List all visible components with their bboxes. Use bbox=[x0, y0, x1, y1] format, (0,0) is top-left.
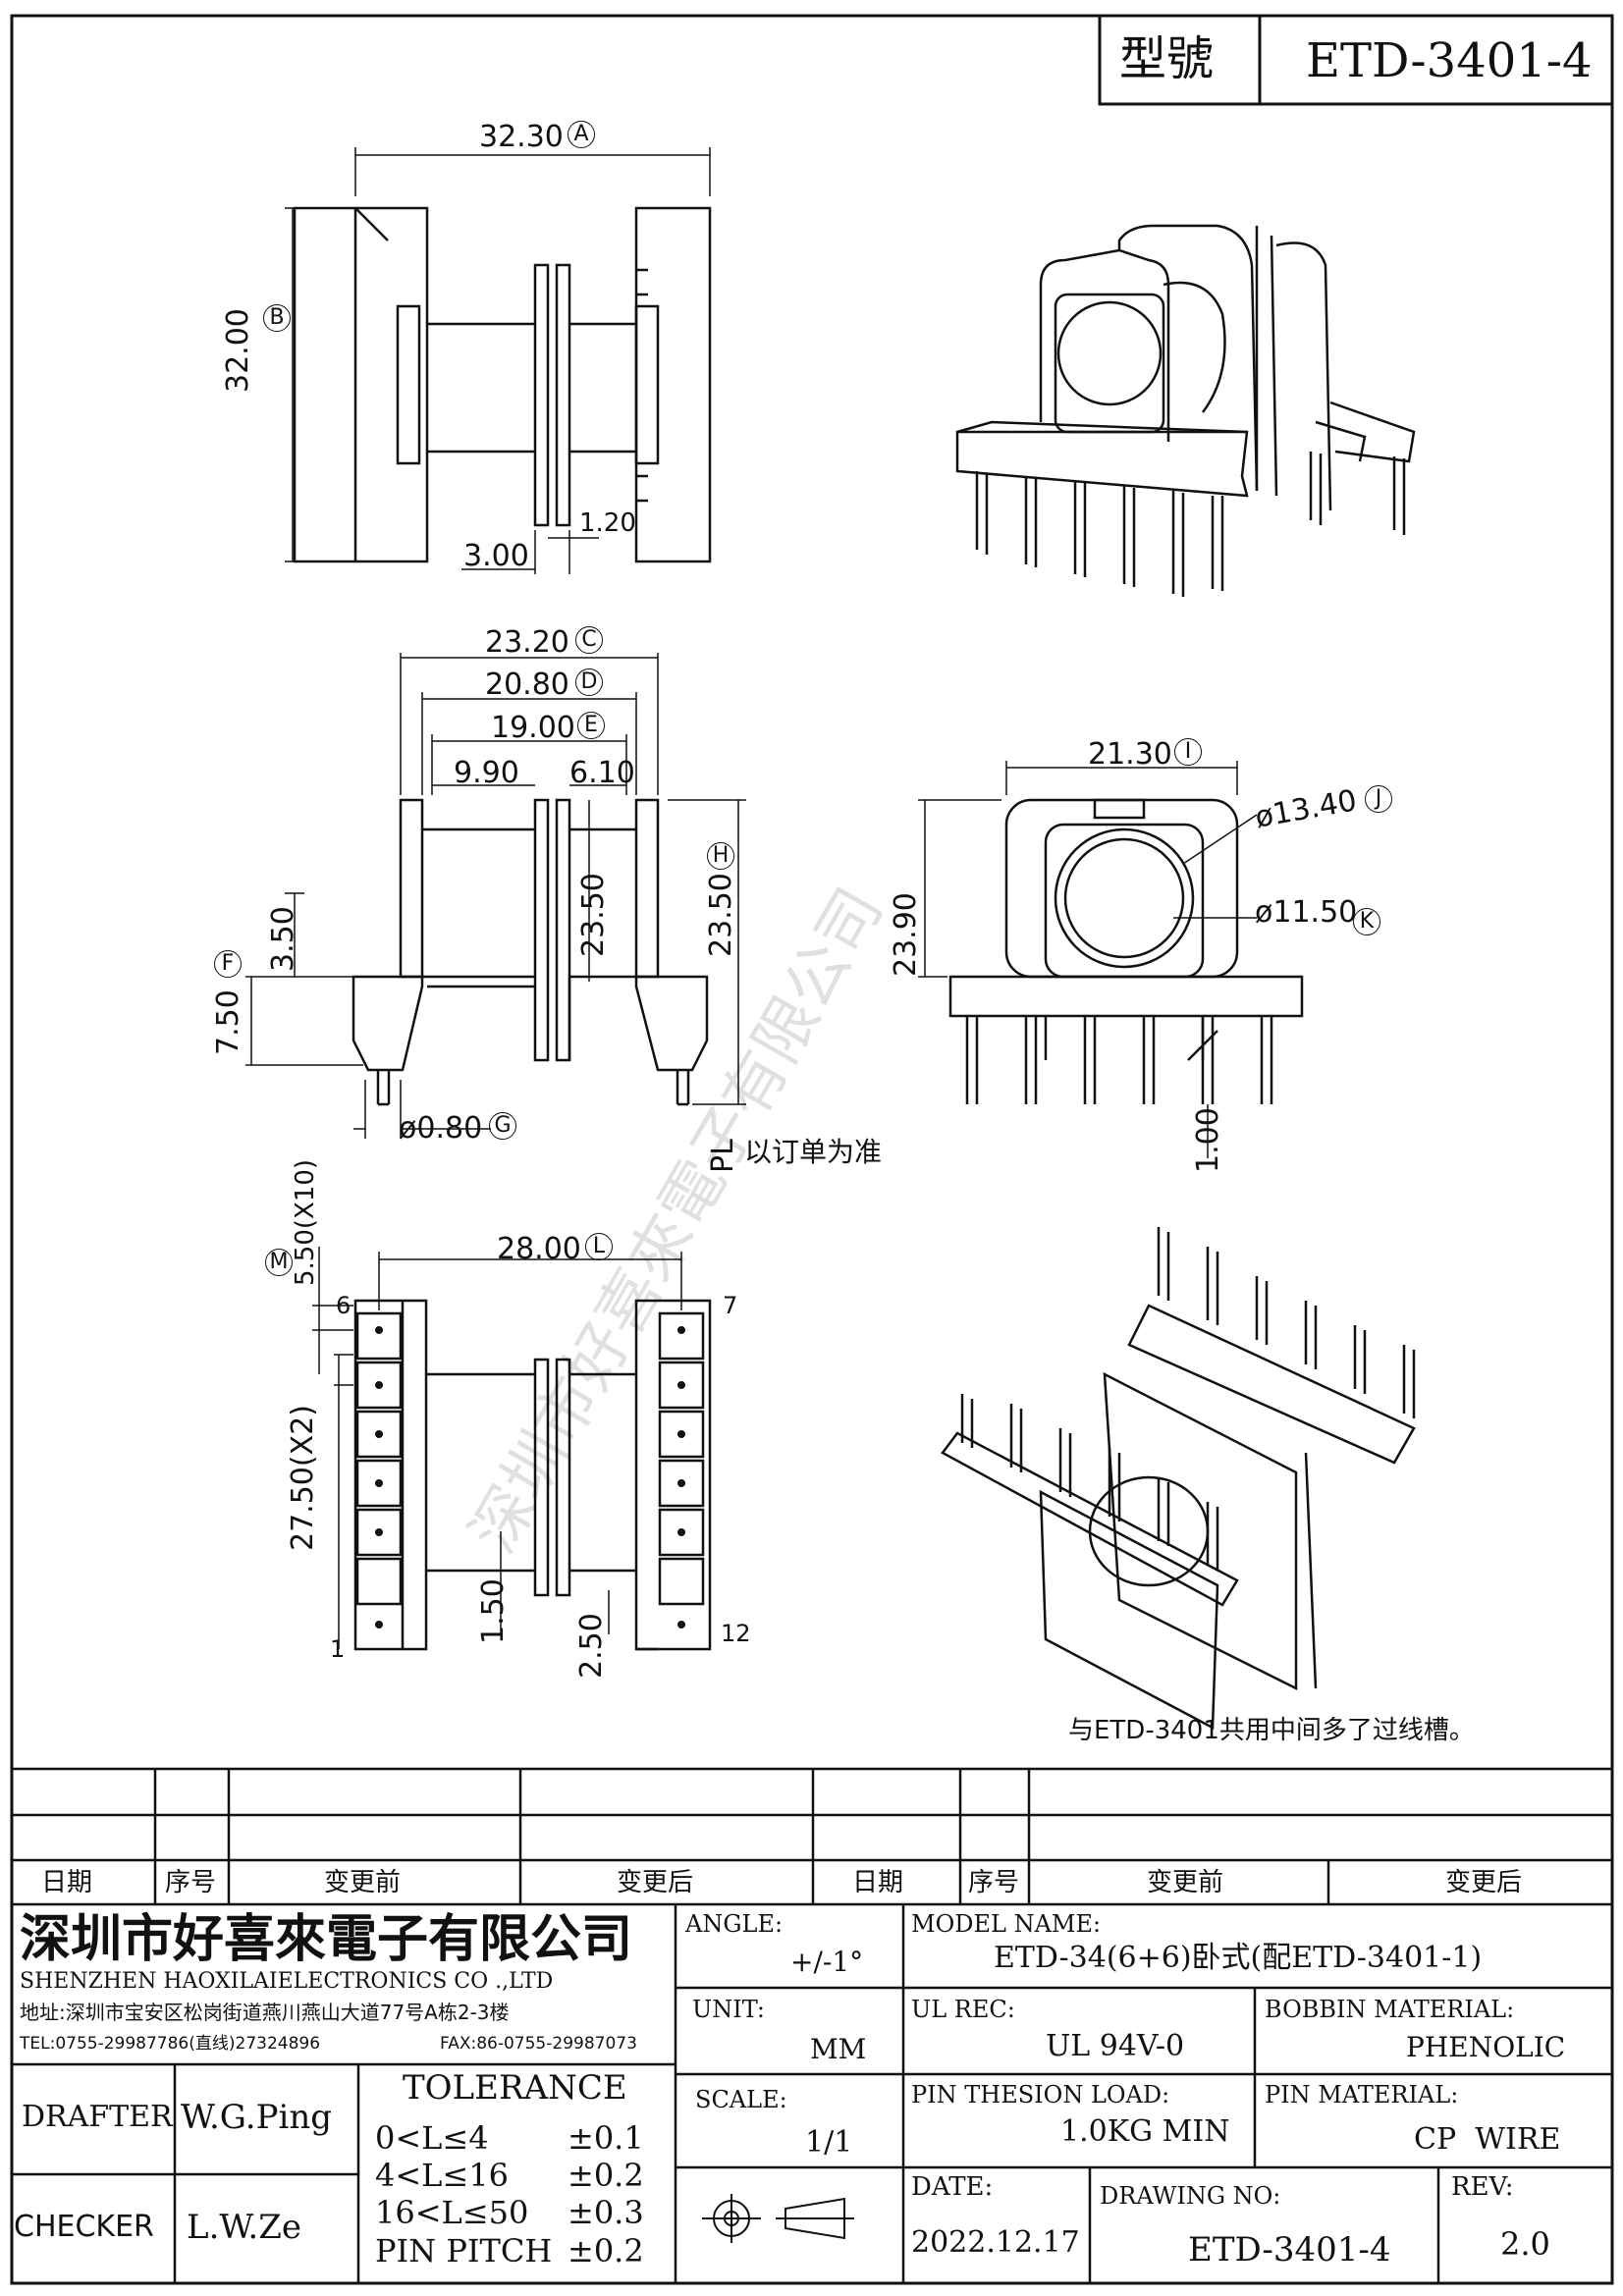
dim-c: 23.20 bbox=[485, 625, 569, 660]
drafter-label: DRAFTER bbox=[22, 2100, 173, 2134]
company-name-en: SHENZHEN HAOXILAIELECTRONICS CO .,LTD bbox=[20, 1969, 554, 1994]
checker-value: L.W.Ze bbox=[187, 2208, 301, 2247]
circle-i: I bbox=[1174, 738, 1202, 766]
circle-j: J bbox=[1365, 785, 1392, 813]
pin-12-label: 12 bbox=[721, 1620, 751, 1647]
dim-left: 9.90 bbox=[454, 756, 519, 790]
angle-value: +/-1° bbox=[790, 1946, 864, 1978]
rev-header-after-2: 变更后 bbox=[1445, 1868, 1523, 1897]
circle-d: D bbox=[575, 668, 603, 696]
dim-g: ø0.80 bbox=[399, 1111, 483, 1146]
rev-header-date-1: 日期 bbox=[41, 1868, 93, 1897]
date-label: DATE: bbox=[911, 2172, 994, 2202]
dim-right: 6.10 bbox=[569, 756, 635, 790]
rev-value: 2.0 bbox=[1500, 2225, 1550, 2263]
rev-header-before-1: 变更前 bbox=[324, 1868, 402, 1897]
pin-material-label: PIN MATERIAL: bbox=[1265, 2081, 1459, 2109]
angle-label: ANGLE: bbox=[685, 1910, 784, 1938]
circle-e: E bbox=[577, 712, 605, 739]
pin-6-label: 6 bbox=[336, 1292, 352, 1319]
circle-g: G bbox=[489, 1112, 516, 1140]
dim-k: ø11.50 bbox=[1255, 895, 1358, 930]
company-address: 地址:深圳市宝安区松岗街道燕川燕山大道77号A栋2-3楼 bbox=[20, 2001, 510, 2024]
dim-350: 3.50 bbox=[266, 906, 300, 972]
dim-a: 32.30 bbox=[479, 120, 564, 154]
date-value: 2022.12.17 bbox=[911, 2225, 1080, 2260]
model-label: 型號 bbox=[1119, 31, 1215, 86]
circle-l: L bbox=[585, 1233, 613, 1260]
scale-value: 1/1 bbox=[805, 2125, 853, 2160]
model-name-value: ETD-34(6+6)卧式(配ETD-3401-1) bbox=[994, 1941, 1483, 1975]
rev-header-before-2: 变更前 bbox=[1147, 1868, 1224, 1897]
dim-f: 7.50 bbox=[211, 989, 245, 1055]
dim-wall: 3.00 bbox=[463, 539, 529, 573]
ul-label: UL REC: bbox=[911, 1996, 1015, 2023]
tolerance-value-2: ±0.2 bbox=[568, 2157, 644, 2194]
drawing-no-value: ETD-3401-4 bbox=[1188, 2230, 1391, 2269]
circle-m: M bbox=[265, 1249, 293, 1276]
dim-b: 32.00 bbox=[221, 308, 255, 393]
pl-note: 以订单为准 bbox=[744, 1136, 883, 1168]
model-value: ETD-3401-4 bbox=[1306, 33, 1593, 88]
scale-label: SCALE: bbox=[695, 2086, 787, 2113]
dim-m: 5.50(X10) bbox=[291, 1158, 320, 1286]
tolerance-range-1: 0<L≤4 bbox=[375, 2119, 489, 2157]
bobbin-material-label: BOBBIN MATERIAL: bbox=[1265, 1996, 1515, 2023]
tolerance-range-3: 16<L≤50 bbox=[375, 2194, 529, 2231]
dim-e: 19.00 bbox=[491, 711, 575, 745]
tolerance-title: TOLERANCE bbox=[403, 2068, 627, 2108]
dim-pin: 1.00 bbox=[1191, 1107, 1225, 1173]
circle-f: F bbox=[214, 950, 242, 978]
tolerance-range-2: 4<L≤16 bbox=[375, 2157, 509, 2194]
circle-b: B bbox=[263, 304, 291, 332]
circle-a: A bbox=[568, 121, 595, 148]
pin-tension-value: 1.0KG MIN bbox=[1060, 2114, 1230, 2149]
pin-1-label: 1 bbox=[330, 1635, 346, 1663]
dim-h: 23.50 bbox=[704, 873, 738, 957]
shared-note: 与ETD-3401共用中间多了过线槽。 bbox=[1068, 1716, 1475, 1745]
bobbin-material-value: PHENOLIC bbox=[1406, 2031, 1566, 2063]
circle-h: H bbox=[707, 842, 734, 870]
dim-150: 1.50 bbox=[476, 1578, 511, 1644]
rev-header-seq-2: 序号 bbox=[968, 1868, 1020, 1897]
unit-label: UNIT: bbox=[692, 1996, 765, 2023]
circle-k: K bbox=[1353, 908, 1380, 935]
dim-d: 20.80 bbox=[485, 667, 569, 702]
rev-header-after-1: 变更后 bbox=[617, 1868, 694, 1897]
dim-l: 28.00 bbox=[497, 1232, 581, 1266]
ul-value: UL 94V-0 bbox=[1046, 2029, 1185, 2063]
pin-material-value: CP WIRE bbox=[1414, 2122, 1561, 2157]
dim-250: 2.50 bbox=[574, 1613, 609, 1679]
tolerance-range-4: PIN PITCH bbox=[375, 2232, 553, 2269]
pin-7-label: 7 bbox=[723, 1292, 738, 1319]
company-name-cn: 深圳市好喜來電子有限公司 bbox=[20, 1909, 633, 1969]
rev-header-seq-1: 序号 bbox=[165, 1868, 217, 1897]
drafter-value: W.G.Ping bbox=[181, 2098, 332, 2137]
company-fax: FAX:86-0755-29987073 bbox=[440, 2034, 637, 2054]
model-name-label: MODEL NAME: bbox=[911, 1910, 1102, 1938]
pin-tension-label: PIN THESION LOAD: bbox=[911, 2081, 1170, 2109]
tolerance-value-4: ±0.2 bbox=[568, 2232, 644, 2269]
dim-slot: 1.20 bbox=[579, 508, 636, 538]
dim-pitch: 27.50(X2) bbox=[286, 1405, 320, 1551]
unit-value: MM bbox=[810, 2033, 867, 2065]
circle-c: C bbox=[575, 626, 603, 654]
checker-label: CHECKER bbox=[14, 2210, 154, 2244]
dim-height: 23.90 bbox=[889, 892, 923, 977]
dim-i: 21.30 bbox=[1088, 737, 1172, 772]
tolerance-value-1: ±0.1 bbox=[568, 2119, 644, 2157]
company-tel: TEL:0755-29987786(直线)27324896 bbox=[20, 2034, 321, 2054]
rev-header-date-2: 日期 bbox=[852, 1868, 904, 1897]
dim-inner: 23.50 bbox=[576, 873, 611, 957]
drawing-no-label: DRAWING NO: bbox=[1100, 2182, 1281, 2210]
tolerance-value-3: ±0.3 bbox=[568, 2194, 644, 2231]
rev-label: REV: bbox=[1451, 2172, 1514, 2202]
